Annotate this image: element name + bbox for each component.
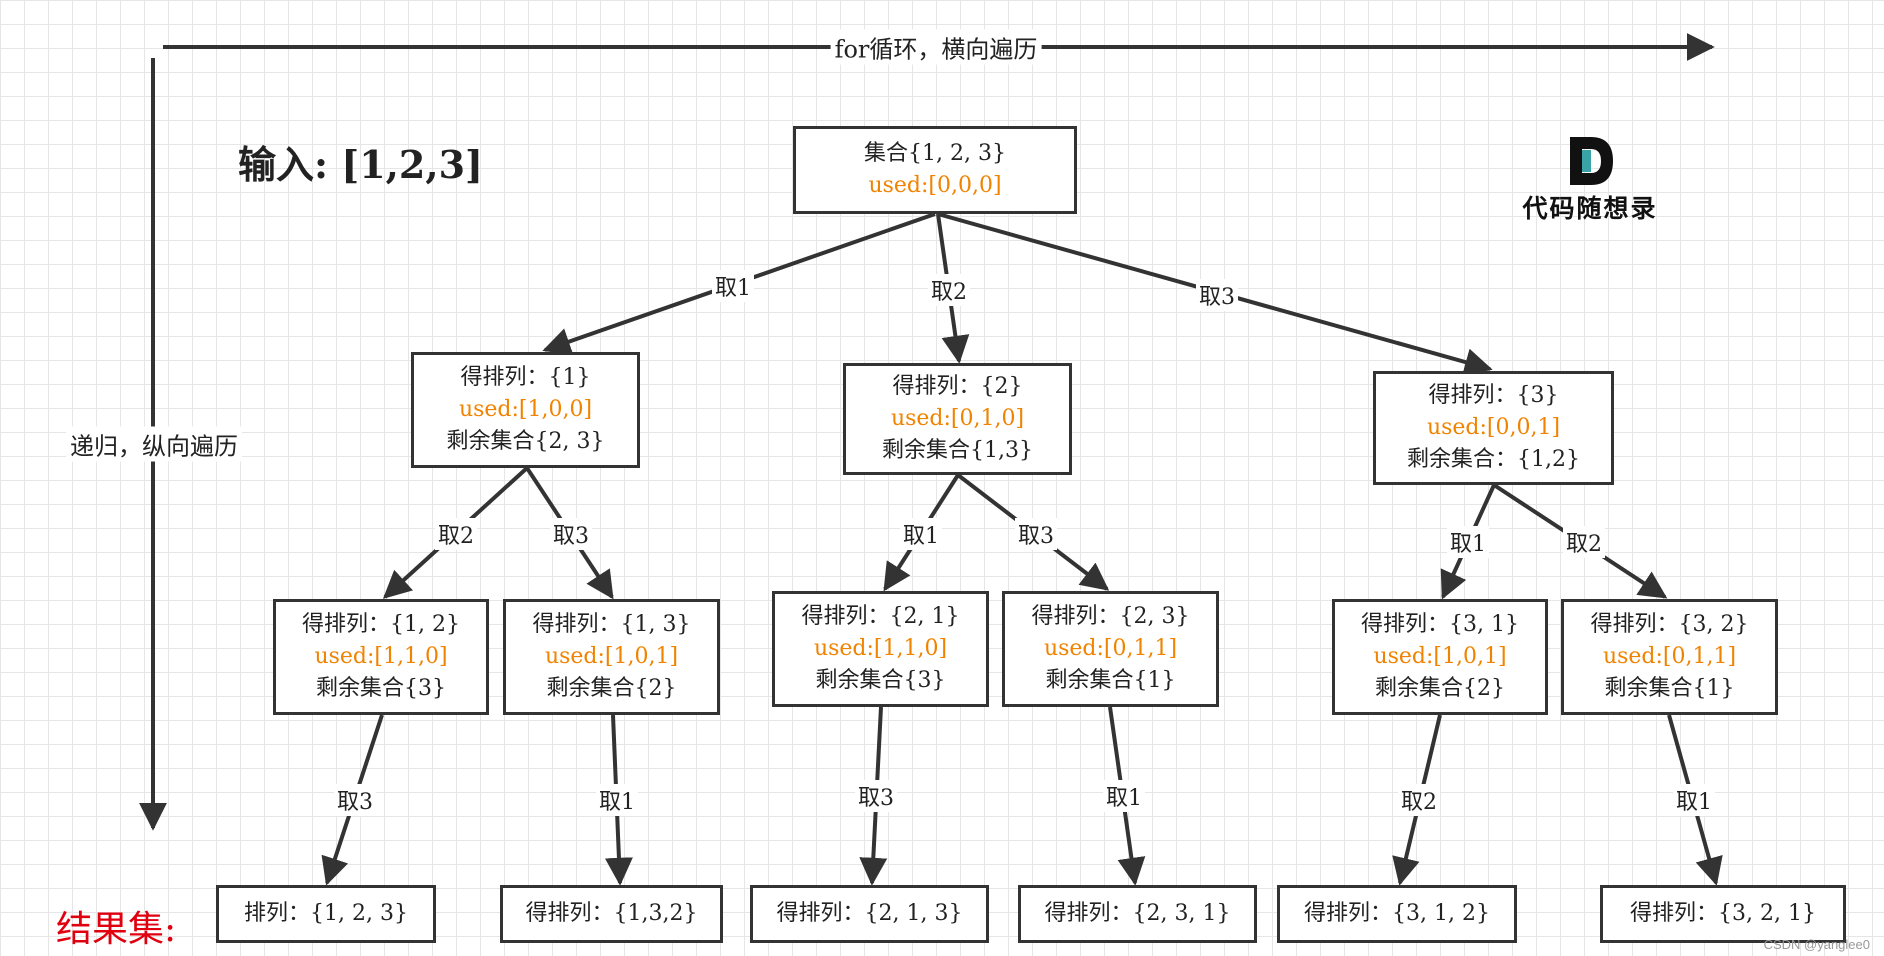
edge-label-1-take-3: 取3 [550, 518, 592, 550]
edge-label-3-take-1: 取1 [1447, 526, 1489, 558]
edge-label-root-take-2: 取2 [928, 274, 970, 306]
node-set: 集合{1, 2, 3} [864, 141, 1006, 166]
node-used: used:[1,1,0] [314, 644, 448, 669]
result-node-3-2-1: 得排列：{3, 2, 1} [1600, 885, 1846, 943]
edge-label-21-take-3: 取3 [855, 780, 897, 812]
tree-node-1-2: 得排列：{1, 2} used:[1,1,0] 剩余集合{3} [273, 599, 489, 715]
node-used: used:[0,0,0] [868, 173, 1002, 198]
edge-label-3-take-2: 取2 [1563, 526, 1605, 558]
logo: 代码随想录 [1505, 135, 1675, 230]
edge-label-2-take-1: 取1 [900, 518, 942, 550]
node-permutation: 得排列：{3} [1428, 383, 1559, 408]
node-permutation: 得排列：{1, 2} [302, 612, 460, 637]
node-used: used:[1,0,1] [1373, 644, 1507, 669]
node-permutation: 得排列：{1} [460, 365, 591, 390]
horizontal-axis-label: for循环，横向遍历 [830, 29, 1042, 65]
node-permutation: 得排列：{2} [892, 374, 1023, 399]
result-permutation: 得排列：{3, 2, 1} [1630, 901, 1816, 926]
tree-node-1-3: 得排列：{1, 3} used:[1,0,1] 剩余集合{2} [503, 599, 720, 715]
edge-label-13-take-1: 取1 [596, 784, 638, 816]
node-used: used:[1,0,1] [544, 644, 679, 669]
node-used: used:[0,1,0] [890, 406, 1025, 431]
watermark: CSDN @yanglee0 [1763, 937, 1870, 952]
tree-node-root: 集合{1, 2, 3} used:[0,0,0] [793, 126, 1077, 214]
result-node-2-1-3: 得排列：{2, 1, 3} [750, 885, 989, 943]
node-remaining: 剩余集合{3} [316, 676, 446, 701]
d-logo-icon [1570, 137, 1613, 185]
edge-label-2-take-3: 取3 [1015, 518, 1057, 550]
node-used: used:[1,0,0] [458, 397, 593, 422]
tree-node-take-2: 得排列：{2} used:[0,1,0] 剩余集合{1,3} [843, 363, 1072, 475]
logo-text: 代码随想录 [1522, 194, 1658, 223]
result-permutation: 得排列：{3, 1, 2} [1304, 901, 1490, 926]
node-permutation: 得排列：{3, 1} [1361, 612, 1519, 637]
result-node-1-2-3: 排列：{1, 2, 3} [216, 885, 436, 943]
node-remaining: 剩余集合{2} [546, 676, 677, 701]
vertical-axis-label: 递归，纵向遍历 [66, 426, 242, 462]
edge-label-1-take-2: 取2 [435, 518, 477, 550]
node-permutation: 得排列：{2, 1} [801, 604, 960, 629]
tree-node-take-3: 得排列：{3} used:[0,0,1] 剩余集合：{1,2} [1373, 371, 1614, 485]
result-node-1-3-2: 得排列：{1,3,2} [500, 885, 723, 943]
result-permutation: 得排列：{2, 1, 3} [776, 901, 963, 926]
node-permutation: 得排列：{2, 3} [1031, 604, 1190, 629]
node-used: used:[0,1,1] [1602, 644, 1737, 669]
edge-label-12-take-3: 取3 [334, 784, 376, 816]
node-remaining: 剩余集合{1} [1045, 668, 1176, 693]
edge-label-31-take-2: 取2 [1398, 784, 1440, 816]
node-remaining: 剩余集合：{1,2} [1407, 447, 1580, 472]
tree-node-3-2: 得排列：{3, 2} used:[0,1,1] 剩余集合{1} [1561, 599, 1778, 715]
node-remaining: 剩余集合{1,3} [882, 438, 1033, 463]
node-permutation: 得排列：{1, 3} [532, 612, 691, 637]
tree-node-2-3: 得排列：{2, 3} used:[0,1,1] 剩余集合{1} [1002, 591, 1219, 707]
result-set-title: 结果集: [56, 909, 177, 950]
node-remaining: 剩余集合{1} [1604, 676, 1735, 701]
tree-node-3-1: 得排列：{3, 1} used:[1,0,1] 剩余集合{2} [1332, 599, 1548, 715]
result-node-3-1-2: 得排列：{3, 1, 2} [1277, 885, 1517, 943]
input-title: 输入: [1,2,3] [238, 142, 483, 187]
node-used: used:[0,0,1] [1426, 415, 1561, 440]
node-remaining: 剩余集合{2} [1375, 676, 1505, 701]
result-permutation: 排列：{1, 2, 3} [244, 901, 408, 926]
result-permutation: 得排列：{1,3,2} [525, 901, 698, 926]
edge-label-root-take-1: 取1 [712, 270, 754, 302]
edge-label-root-take-3: 取3 [1196, 279, 1238, 311]
result-node-2-3-1: 得排列：{2, 3, 1} [1018, 885, 1257, 943]
node-remaining: 剩余集合{2, 3} [446, 429, 605, 454]
node-permutation: 得排列：{3, 2} [1590, 612, 1749, 637]
result-permutation: 得排列：{2, 3, 1} [1044, 901, 1231, 926]
tree-node-2-1: 得排列：{2, 1} used:[1,1,0] 剩余集合{3} [772, 591, 989, 707]
node-remaining: 剩余集合{3} [815, 668, 946, 693]
edge-label-23-take-1: 取1 [1103, 780, 1145, 812]
node-used: used:[1,1,0] [813, 636, 948, 661]
edge-label-32-take-1: 取1 [1673, 784, 1715, 816]
tree-node-take-1: 得排列：{1} used:[1,0,0] 剩余集合{2, 3} [411, 352, 640, 468]
node-used: used:[0,1,1] [1043, 636, 1178, 661]
